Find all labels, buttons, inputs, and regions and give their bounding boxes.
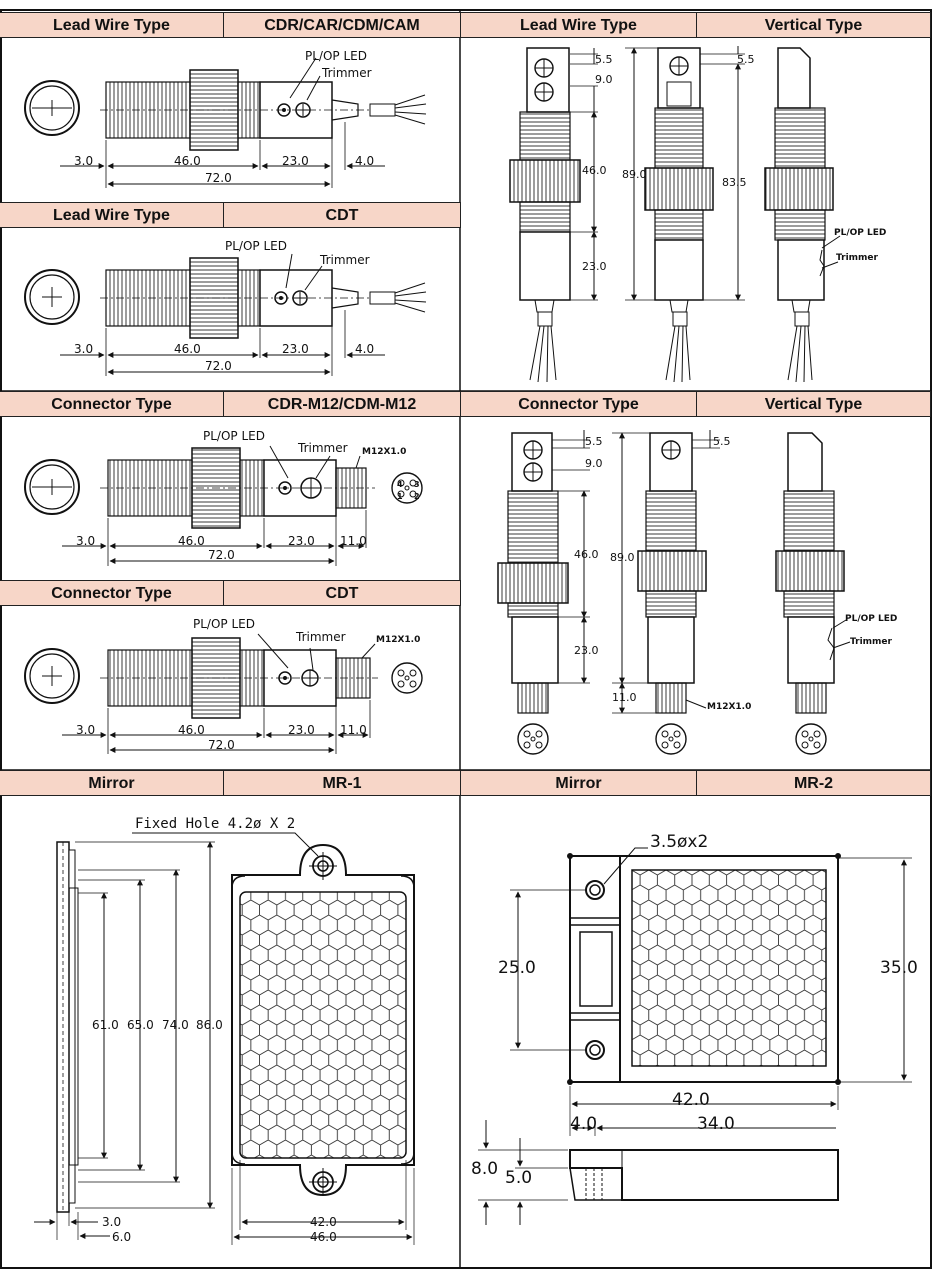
drawing-mirror-mr1 bbox=[34, 832, 415, 1245]
m12-label: M12X1.0 bbox=[362, 447, 407, 457]
drawing-connector-cdr-m12 bbox=[24, 445, 423, 566]
dim-11: 11.0 bbox=[340, 723, 367, 737]
dim-46: 46.0 bbox=[582, 164, 607, 177]
dim-46: 46.0 bbox=[178, 723, 205, 737]
header-cdt-connector: CDT bbox=[224, 580, 461, 606]
header-vertical-type: Vertical Type bbox=[697, 12, 931, 38]
m12-label: M12X1.0 bbox=[376, 635, 421, 645]
pl-op-led-label: PL/OP LED bbox=[193, 617, 255, 631]
dim-8: 8.0 bbox=[471, 1159, 499, 1179]
dim-5: 5.0 bbox=[505, 1168, 533, 1188]
dim-23: 23.0 bbox=[282, 342, 309, 356]
header-cdt: CDT bbox=[224, 202, 461, 228]
dim-4: 4.0 bbox=[570, 1114, 598, 1134]
drawing-mirror-mr2 bbox=[478, 847, 912, 1225]
dim-72: 72.0 bbox=[205, 171, 232, 185]
dim-11: 11.0 bbox=[340, 534, 367, 548]
header-mr1: MR-1 bbox=[224, 770, 461, 796]
dim-89: 89.0 bbox=[610, 551, 635, 564]
pl-op-led-label: PL/OP LED bbox=[845, 614, 898, 624]
dim-11: 11.0 bbox=[612, 691, 637, 704]
dim-42: 42.0 bbox=[672, 1090, 710, 1110]
dim-23: 23.0 bbox=[288, 534, 315, 548]
dim-5-5: 5.5 bbox=[737, 53, 755, 66]
pin-label: 2 bbox=[414, 492, 420, 501]
header-lead-wire-type-right: Lead Wire Type bbox=[461, 12, 697, 38]
trimmer-label: Trimmer bbox=[836, 253, 878, 263]
trimmer-label: Trimmer bbox=[320, 253, 370, 267]
dim-3: 3.0 bbox=[74, 154, 94, 168]
header-connector-type-right: Connector Type bbox=[461, 391, 697, 417]
dim-3: 3.0 bbox=[76, 534, 96, 548]
dim-6: 6.0 bbox=[112, 1230, 132, 1244]
dim-3: 3.0 bbox=[76, 723, 96, 737]
drawing-lead-wire-cdr bbox=[24, 57, 427, 188]
m12-label: M12X1.0 bbox=[707, 702, 752, 712]
dim-3: 3.0 bbox=[102, 1215, 122, 1229]
pl-op-led-label: PL/OP LED bbox=[834, 228, 887, 238]
dim-5-5: 5.5 bbox=[585, 435, 603, 448]
dim-46: 46.0 bbox=[574, 548, 599, 561]
dim-23: 23.0 bbox=[282, 154, 309, 168]
dim-35: 35.0 bbox=[880, 958, 918, 978]
pin-label: 4 bbox=[397, 480, 403, 489]
dim-9: 9.0 bbox=[585, 457, 603, 470]
trimmer-label: Trimmer bbox=[298, 441, 348, 455]
header-connector-type: Connector Type bbox=[0, 391, 224, 417]
pl-op-led-label: PL/OP LED bbox=[203, 429, 265, 443]
dim-72: 72.0 bbox=[208, 738, 235, 752]
pin-label: 1 bbox=[397, 492, 403, 501]
dim-61: 61.0 bbox=[92, 1018, 119, 1032]
drawing-connector-cdt bbox=[24, 633, 423, 754]
dim-72: 72.0 bbox=[205, 359, 232, 373]
trimmer-label: Trimmer bbox=[322, 66, 372, 80]
dim-74: 74.0 bbox=[162, 1018, 189, 1032]
header-cdr-car-cdm-cam: CDR/CAR/CDM/CAM bbox=[224, 12, 461, 38]
dim-23: 23.0 bbox=[574, 644, 599, 657]
header-connector-type-cdt: Connector Type bbox=[0, 580, 224, 606]
dim-34: 34.0 bbox=[697, 1114, 735, 1134]
trimmer-label: Trimmer bbox=[296, 630, 346, 644]
pl-op-led-label: PL/OP LED bbox=[305, 49, 367, 63]
dim-46: 46.0 bbox=[174, 154, 201, 168]
dim-5-5: 5.5 bbox=[595, 53, 613, 66]
header-cdr-m12: CDR-M12/CDM-M12 bbox=[224, 391, 461, 417]
drawing-vertical-lead-wire bbox=[509, 46, 841, 383]
pin-label: 3 bbox=[414, 480, 420, 489]
drawing-lead-wire-cdt bbox=[24, 253, 427, 376]
dim-89: 89.0 bbox=[622, 168, 647, 181]
dim-46: 46.0 bbox=[310, 1230, 337, 1244]
fixed-hole-label: Fixed Hole 4.2ø X 2 bbox=[135, 816, 296, 832]
header-lead-wire-type-cdt: Lead Wire Type bbox=[0, 202, 224, 228]
mr2-hole-label: 3.5øx2 bbox=[650, 832, 709, 852]
dim-46: 46.0 bbox=[174, 342, 201, 356]
dim-83-5: 83.5 bbox=[722, 176, 747, 189]
dim-65: 65.0 bbox=[127, 1018, 154, 1032]
header-mr2: MR-2 bbox=[697, 770, 931, 796]
pl-op-led-label: PL/OP LED bbox=[225, 239, 287, 253]
header-lead-wire-type: Lead Wire Type bbox=[0, 12, 224, 38]
dim-23: 23.0 bbox=[582, 260, 607, 273]
dim-5-5: 5.5 bbox=[713, 435, 731, 448]
dim-4: 4.0 bbox=[355, 342, 375, 356]
dim-72: 72.0 bbox=[208, 548, 235, 562]
dim-25: 25.0 bbox=[498, 958, 536, 978]
trimmer-label: Trimmer bbox=[850, 637, 892, 647]
drawing-vertical-connector bbox=[497, 430, 851, 755]
header-vertical-type-connector: Vertical Type bbox=[697, 391, 931, 417]
dim-42: 42.0 bbox=[310, 1215, 337, 1229]
dim-4: 4.0 bbox=[355, 154, 375, 168]
dim-86: 86.0 bbox=[196, 1018, 223, 1032]
outer-frame bbox=[0, 9, 932, 1269]
header-mirror-right: Mirror bbox=[461, 770, 697, 796]
header-mirror: Mirror bbox=[0, 770, 224, 796]
dim-9: 9.0 bbox=[595, 73, 613, 86]
dim-23: 23.0 bbox=[288, 723, 315, 737]
dim-3: 3.0 bbox=[74, 342, 94, 356]
dim-46: 46.0 bbox=[178, 534, 205, 548]
